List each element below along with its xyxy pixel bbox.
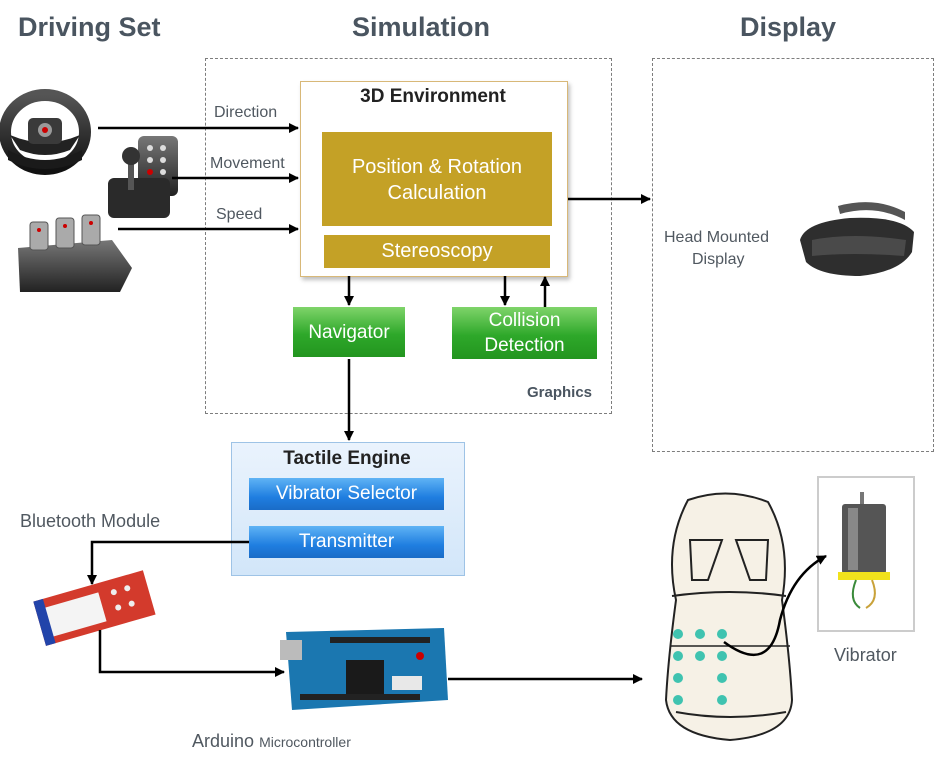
arduino-sub-label: Microcontroller [259, 734, 351, 750]
hmd-line-1: Head Mounted [664, 229, 769, 246]
stereoscopy-block: Stereoscopy [324, 235, 550, 268]
collision-detection-block: Collision Detection [452, 307, 597, 359]
head-mounted-display-icon [800, 202, 914, 276]
head-mounted-display-label: Head Mounted Display [664, 227, 769, 271]
bluetooth-module-label: Bluetooth Module [20, 511, 161, 531]
speed-label: Speed [216, 206, 263, 223]
hmd-line-2: Display [692, 251, 745, 268]
bluetooth-module-icon [33, 570, 156, 646]
3d-environment-title: 3D Environment [360, 86, 506, 107]
pedals-icon [18, 214, 132, 292]
driving-set-title: Driving Set [18, 12, 161, 42]
steering-wheel-icon [0, 89, 91, 175]
transmitter-to-bluetooth-arrow [87, 540, 249, 585]
graphics-label: Graphics [527, 384, 593, 401]
calc-line-2: Calculation [387, 182, 487, 204]
movement-label: Movement [210, 155, 285, 172]
gear-shifter-icon [108, 136, 178, 218]
seat-to-vibrator-arrow [723, 554, 827, 657]
simulation-title: Simulation [352, 12, 491, 42]
navigator-block: Navigator [293, 307, 405, 357]
collision-line-1: Collision [488, 310, 561, 331]
simulation-group [205, 58, 612, 414]
direction-label: Direction [214, 104, 278, 121]
collision-line-2: Detection [484, 335, 565, 356]
vibrator-selector-block: Vibrator Selector [249, 478, 444, 510]
arduino-board-icon [280, 628, 448, 710]
seat-icon [664, 492, 794, 742]
tactile-engine-title: Tactile Engine [283, 448, 411, 469]
transmitter-block: Transmitter [249, 526, 444, 558]
arduino-label: Arduino Microcontroller [192, 731, 351, 752]
vibrator-label: Vibrator [834, 645, 897, 665]
position-rotation-calculation-block: Position & Rotation Calculation [322, 132, 552, 226]
bluetooth-to-arduino-arrow [98, 630, 285, 677]
calc-line-1: Position & Rotation [351, 156, 523, 178]
vibrator-motor-icon [817, 476, 915, 632]
arduino-main-label: Arduino [192, 731, 255, 751]
display-title: Display [740, 12, 837, 42]
